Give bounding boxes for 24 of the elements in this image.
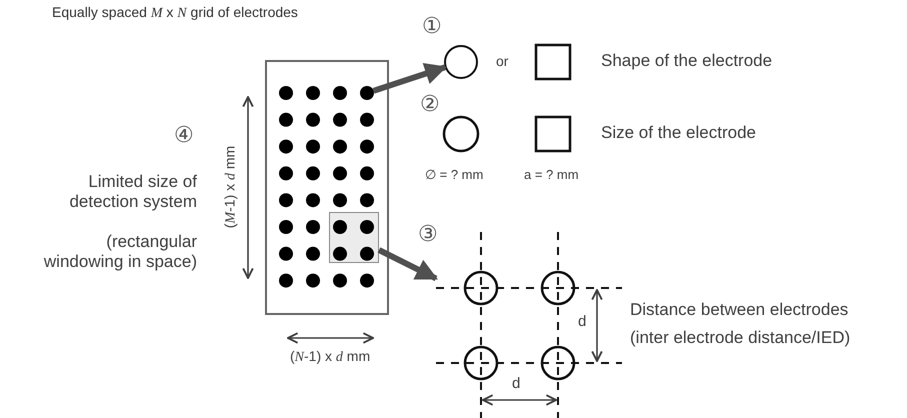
electrode-closeup-drawing — [436, 232, 622, 418]
dimension-text: d — [578, 313, 586, 331]
description-text: Distance between electrodes — [630, 300, 848, 320]
callout-number: ② — [420, 92, 440, 118]
arrow — [378, 247, 438, 282]
description-text: Limited size of detection system — [68, 172, 197, 213]
description-text: (rectangular windowing in space) — [42, 232, 197, 273]
callout-number: ④ — [174, 123, 194, 150]
electrode-dot — [360, 86, 374, 100]
electrode-grid-panel — [265, 60, 389, 315]
dimension-text: ∅ = ? mm — [425, 167, 484, 183]
description-text: Size of the electrode — [601, 123, 756, 144]
circular-electrode-symbol — [444, 45, 478, 79]
description-text: Shape of the electrode — [601, 51, 772, 72]
diagram-title: Equally spaced M x N grid of electrodes — [52, 4, 298, 23]
description-text: (inter electrode distance/IED) — [630, 328, 850, 348]
dimension-text: a = ? mm — [524, 167, 579, 183]
callout-number: ③ — [418, 222, 438, 248]
dimension-text: d — [512, 375, 520, 393]
dimension-text: (N-1) x d mm — [290, 348, 370, 367]
dimension-text: (M-1) x d mm — [222, 146, 240, 228]
callout-number: ① — [422, 14, 442, 40]
arrow — [372, 63, 447, 94]
connector-word: or — [496, 53, 508, 70]
